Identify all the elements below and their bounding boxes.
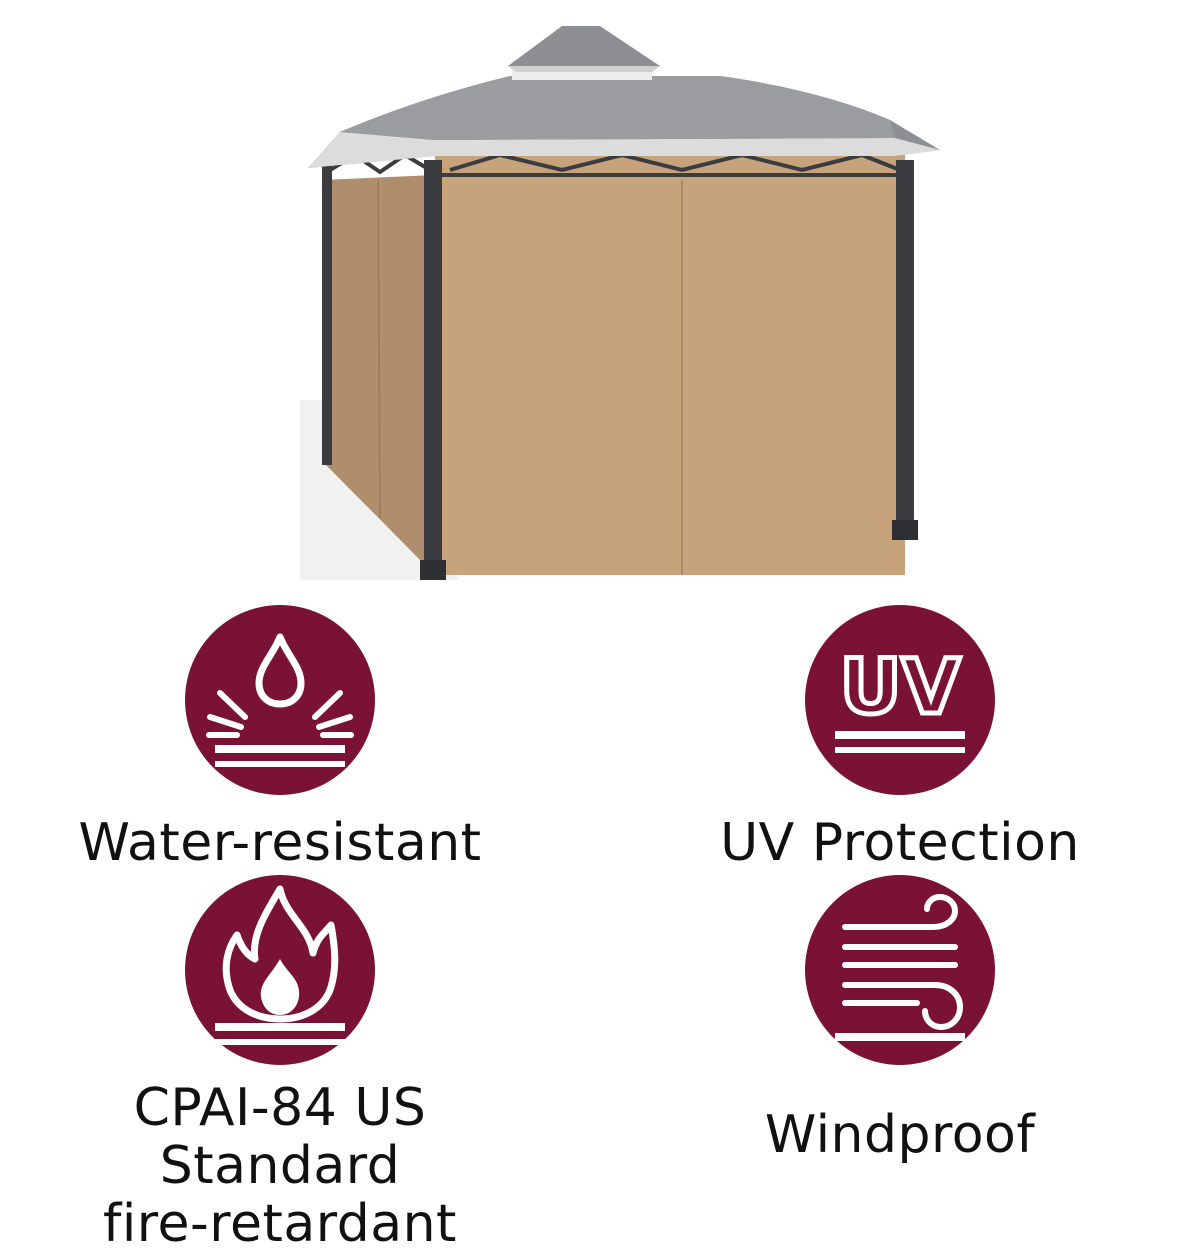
feature-uv-protection: UV UV Protection (640, 605, 1160, 873)
wind-icon (805, 875, 995, 1065)
feature-water-resistant: Water-resistant (20, 605, 540, 873)
fire-retardant-badge (185, 875, 375, 1065)
water-drop-icon (185, 605, 375, 795)
feature-fire-retardant: CPAI-84 US Standard fire-retardant (20, 875, 540, 1253)
gazebo-illustration (300, 26, 940, 580)
uv-badge-text: UV (840, 642, 961, 731)
water-resistant-badge (185, 605, 375, 795)
back-left-post (322, 160, 332, 465)
front-right-post (896, 160, 914, 540)
front-left-post (424, 160, 442, 580)
uv-badge: UV (805, 605, 995, 795)
feature-windproof: Windproof (640, 875, 1160, 1165)
windproof-badge (805, 875, 995, 1065)
feature-label-windproof: Windproof (764, 1105, 1036, 1165)
vent-canopy (508, 26, 660, 66)
feature-label-uv-protection: UV Protection (720, 813, 1080, 873)
feature-label-fire-retardant: CPAI-84 US Standard fire-retardant (103, 1078, 457, 1254)
uv-icon: UV (805, 605, 995, 795)
front-curtain (435, 175, 905, 575)
feature-label-water-resistant: Water-resistant (78, 813, 482, 873)
gazebo-image (300, 20, 960, 580)
flame-icon (185, 875, 375, 1065)
